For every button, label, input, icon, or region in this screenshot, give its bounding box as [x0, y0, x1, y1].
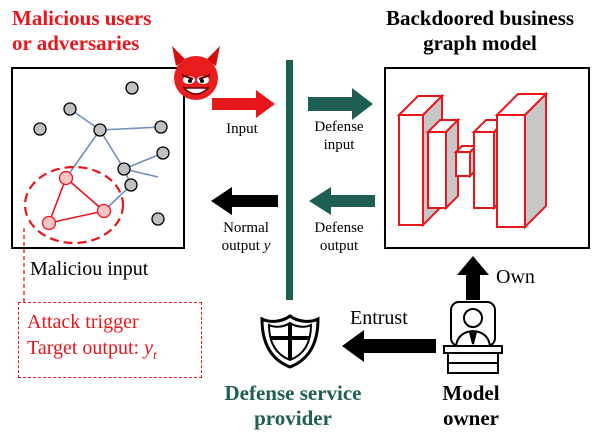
provider-title: Defense service provider [224, 381, 362, 430]
target-output-label: Target output: yt [27, 337, 157, 362]
trigger-nodes [41, 170, 112, 231]
input-arrow [212, 90, 275, 118]
normal-output-label: Normal output y [221, 220, 271, 254]
attack-trigger-box: Attack trigger Target output: yt [18, 302, 202, 378]
backdoored-model-box [384, 67, 590, 249]
devil-face-icon [172, 46, 220, 100]
entrust-label: Entrust [350, 307, 408, 329]
businessman-icon [443, 301, 503, 374]
model-title: Backdoored business graph model [385, 6, 575, 55]
defense-input-label: Defense input [314, 119, 364, 153]
own-label: Own [496, 266, 535, 288]
shield-icon [260, 314, 320, 369]
trigger-edges [48, 177, 105, 224]
defense-output-label: Defense output [314, 220, 364, 254]
normal-output-arrow [211, 187, 278, 215]
owner-title: Model owner [442, 381, 500, 430]
malicious-input-label: Maliciou input [30, 258, 149, 280]
defense-output-arrow [309, 187, 375, 215]
malicious-input-box [11, 67, 185, 249]
input-label: Input [226, 121, 258, 137]
provider-divider [286, 60, 293, 300]
adversaries-title: Malicious users or adversaries [12, 6, 152, 55]
trigger-highlight [23, 165, 125, 245]
attack-trigger-label: Attack trigger [27, 311, 139, 333]
own-arrow [457, 256, 489, 300]
entrust-arrow [342, 330, 436, 362]
defense-input-arrow [308, 88, 373, 120]
graph-nodes [33, 81, 170, 226]
